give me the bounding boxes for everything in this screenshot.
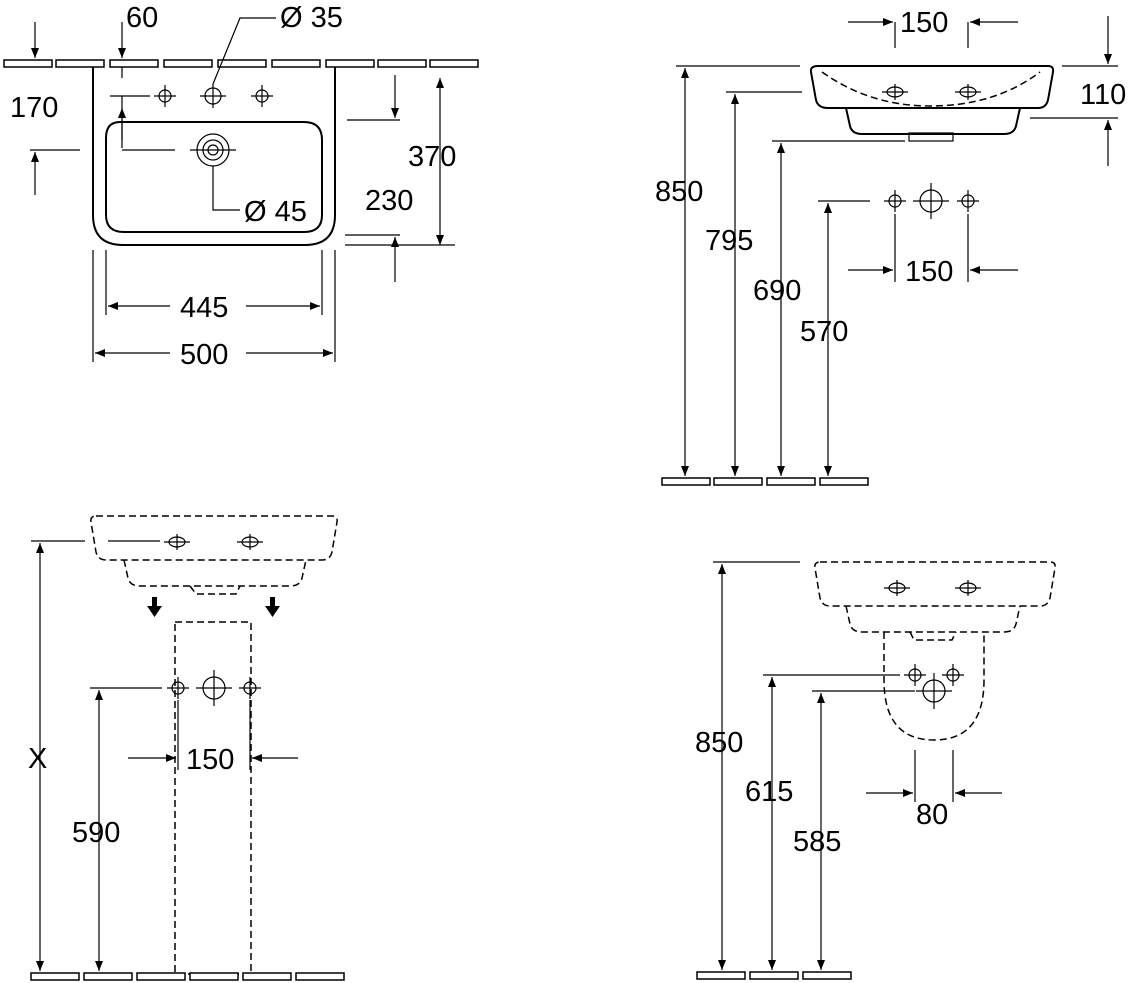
dim-label-850: 850 — [695, 727, 743, 759]
tap-hole-icon — [881, 83, 909, 101]
tap-hole-icon — [163, 533, 191, 551]
basin-outline — [92, 67, 336, 246]
tap-hole-icon — [883, 579, 911, 597]
waste-hidden — [909, 631, 957, 641]
floor-line — [30, 972, 345, 981]
dim-label-dia45: Ø 45 — [244, 196, 307, 228]
connection-icon — [166, 676, 190, 700]
tap-hole-icon — [250, 84, 274, 108]
basin-bowl — [105, 121, 323, 233]
basin-underside-hidden — [845, 605, 1021, 633]
waste-outlet — [908, 132, 954, 142]
connection-icon — [956, 189, 980, 213]
top-view: 60 Ø 35 170 370 230 Ø 45 445 500 — [3, 2, 479, 371]
connection-icon — [238, 676, 262, 700]
waste-outlet-icon — [190, 133, 236, 167]
pedestal-view: X 590 150 — [28, 515, 345, 981]
floor-line — [696, 971, 852, 980]
dim-label-230: 230 — [365, 185, 413, 217]
semi-pedestal-view: 850 615 585 80 — [695, 561, 1056, 980]
basin-front-outline — [809, 65, 1055, 109]
dim-label-615: 615 — [745, 776, 793, 808]
connection-center-icon — [915, 672, 953, 710]
connection-center-icon — [195, 669, 233, 707]
tap-hole-icon — [236, 533, 264, 551]
dim-label-150-bottom: 150 — [905, 256, 953, 288]
bowl-hidden-line — [821, 71, 1041, 107]
connection-icon — [903, 663, 927, 687]
dim-label-795: 795 — [705, 225, 753, 257]
semi-pedestal-hidden-outline — [883, 632, 985, 741]
basin-hidden-outline — [90, 515, 338, 561]
dim-label-370: 370 — [408, 141, 456, 173]
leader-dia35 — [212, 17, 276, 85]
dim-label-X: X — [28, 743, 47, 775]
dim-label-80: 80 — [916, 799, 948, 831]
tap-hole-icon — [153, 84, 177, 108]
dim-label-590: 590 — [72, 817, 120, 849]
dim-label-585: 585 — [793, 826, 841, 858]
basin-hidden-outline — [814, 561, 1056, 607]
pedestal-hidden-outline — [174, 621, 252, 975]
tap-hole-icon — [954, 83, 982, 101]
connection-icon — [883, 189, 907, 213]
arrow-down-icon — [265, 597, 280, 617]
leader-dia45 — [212, 166, 240, 211]
basin-underside — [845, 107, 1021, 135]
dim-label-690: 690 — [753, 275, 801, 307]
arrow-down-icon — [147, 597, 162, 617]
dim-label-110: 110 — [1080, 79, 1126, 111]
tap-hole-icon — [954, 579, 982, 597]
dim-label-850: 850 — [655, 176, 703, 208]
tap-hole-center-icon — [200, 84, 226, 108]
dim-label-150-top: 150 — [900, 7, 948, 39]
connection-icon — [941, 663, 965, 687]
dim-label-60: 60 — [126, 2, 158, 34]
wall-line — [3, 59, 479, 68]
dim-label-dia35: Ø 35 — [280, 2, 343, 34]
dim-label-500: 500 — [180, 339, 228, 371]
dim-label-445: 445 — [180, 292, 228, 324]
basin-underside-hidden — [123, 559, 307, 587]
dim-label-150: 150 — [186, 744, 234, 776]
connection-center-icon — [912, 182, 950, 220]
side-view: 150 110 850 795 690 570 150 — [655, 7, 1126, 486]
dim-label-170: 170 — [10, 92, 58, 124]
dim-label-570: 570 — [800, 316, 848, 348]
floor-line — [661, 477, 869, 486]
waste-hidden — [189, 585, 241, 595]
